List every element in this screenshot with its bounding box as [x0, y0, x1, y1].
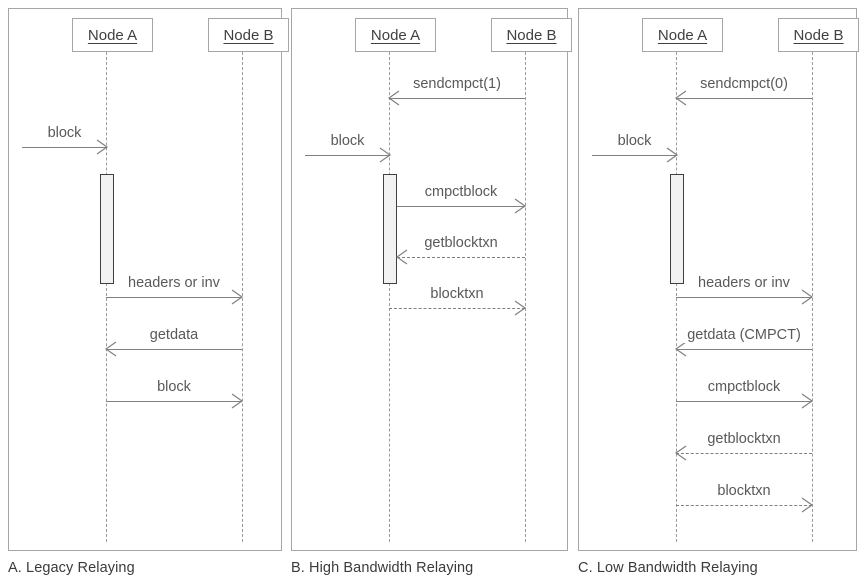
- message-label: sendcmpct(1): [389, 76, 525, 92]
- participant-box-node-b[interactable]: Node B: [208, 18, 289, 52]
- message-line: [106, 401, 242, 402]
- message-label: getblocktxn: [676, 431, 812, 447]
- participant-box-node-b[interactable]: Node B: [491, 18, 572, 52]
- message-line: [397, 206, 525, 207]
- lifeline-node-b: [525, 52, 526, 542]
- participant-label-node-b: Node B: [223, 26, 274, 44]
- participant-label-node-a: Node A: [657, 26, 708, 44]
- message-label: block: [305, 133, 390, 149]
- participant-box-node-a[interactable]: Node A: [72, 18, 153, 52]
- activation-bar-node-a: [383, 174, 397, 284]
- message-label: headers or inv: [106, 275, 242, 291]
- message-line: [397, 257, 525, 258]
- panel-b-caption: B. High Bandwidth Relaying: [291, 560, 474, 576]
- message-label: getdata: [106, 327, 242, 343]
- message-label: sendcmpct(0): [676, 76, 812, 92]
- message-line: [22, 147, 107, 148]
- panel-a-caption: A. Legacy Relaying: [8, 560, 135, 576]
- message-label: blocktxn: [676, 483, 812, 499]
- message-line: [305, 155, 390, 156]
- message-line: [106, 349, 242, 350]
- participant-box-node-a[interactable]: Node A: [355, 18, 436, 52]
- panel-b: Node A Node B sendcmpct(1): [291, 8, 572, 551]
- participant-label-node-b: Node B: [506, 26, 557, 44]
- message-label: block: [106, 379, 242, 395]
- message-line: [106, 297, 242, 298]
- participant-label-node-b: Node B: [793, 26, 844, 44]
- panel-c-caption: C. Low Bandwidth Relaying: [578, 560, 758, 576]
- message-line: [676, 349, 812, 350]
- message-label: cmpctblock: [397, 184, 525, 200]
- message-label: cmpctblock: [676, 379, 812, 395]
- message-label: getdata (CMPCT): [676, 327, 812, 343]
- message-line: [676, 297, 812, 298]
- participant-label-node-a: Node A: [87, 26, 138, 44]
- message-line: [592, 155, 677, 156]
- message-label: getblocktxn: [397, 235, 525, 251]
- message-label: blocktxn: [389, 286, 525, 302]
- activation-bar-node-a: [670, 174, 684, 284]
- message-line: [676, 401, 812, 402]
- activation-bar-node-a: [100, 174, 114, 284]
- participant-box-node-a[interactable]: Node A: [642, 18, 723, 52]
- panel-a: Node A Node B block: [8, 8, 289, 551]
- message-label: block: [592, 133, 677, 149]
- message-line: [676, 98, 812, 99]
- message-label: block: [22, 125, 107, 141]
- message-line: [676, 453, 812, 454]
- message-label: headers or inv: [676, 275, 812, 291]
- message-line: [676, 505, 812, 506]
- message-line: [389, 98, 525, 99]
- participant-label-node-a: Node A: [370, 26, 421, 44]
- message-line: [389, 308, 525, 309]
- panel-c: Node A Node B sendcmpct(0): [578, 8, 859, 551]
- participant-box-node-b[interactable]: Node B: [778, 18, 859, 52]
- lifeline-node-a: [389, 52, 390, 542]
